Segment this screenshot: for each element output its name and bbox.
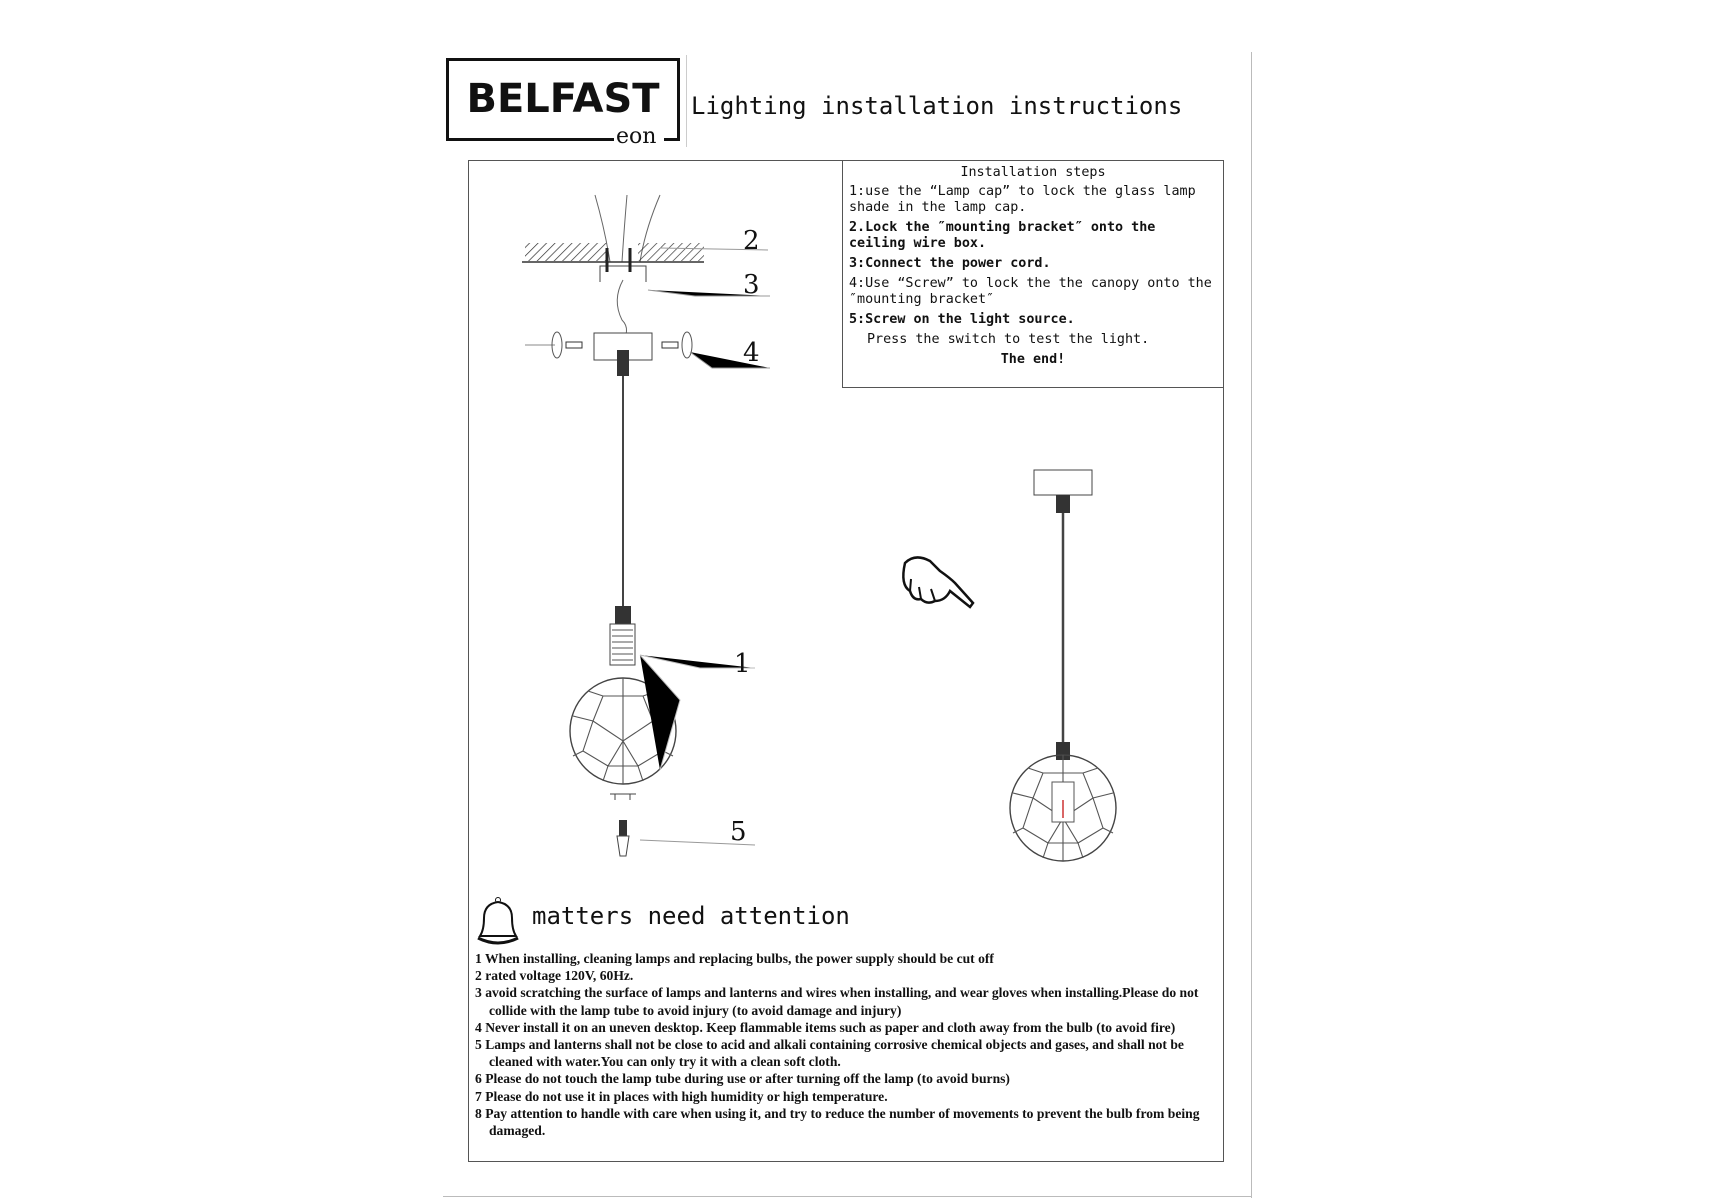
logo-sub: eon: [616, 124, 657, 149]
attention-item: 8 Pay attention to handle with care when…: [475, 1105, 1200, 1139]
divider: [686, 55, 687, 147]
step-item: 2.Lock the ″mounting bracket″ onto the c…: [849, 220, 1156, 251]
pointing-hand-icon: [902, 556, 975, 609]
label-1: 1: [734, 649, 751, 679]
page-edge-bottom: [443, 1196, 1252, 1197]
label-2: 2: [743, 226, 760, 256]
attention-title: matters need attention: [532, 902, 850, 930]
step-end: The end!: [1000, 352, 1066, 367]
steps-heading: Installation steps: [960, 165, 1106, 180]
installation-steps: Installation steps 1:use the “Lamp cap” …: [842, 160, 1224, 388]
assembled-lamp-diagram: [1009, 469, 1117, 862]
attention-item: 2 rated voltage 120V, 60Hz.: [475, 968, 634, 984]
logo-frame: [446, 58, 680, 140]
logo-frame-bottom: [664, 138, 680, 141]
page-title: Lighting installation instructions: [691, 92, 1183, 120]
label-5: 5: [730, 817, 747, 847]
logo-frame-bottom: [446, 138, 614, 141]
exploded-lamp-diagram: 2 3 4 1 5: [522, 194, 770, 857]
attention-item: 1 When installing, cleaning lamps and re…: [475, 951, 994, 966]
attention-item: 5 Lamps and lanterns shall not be close …: [475, 1037, 1184, 1070]
step-item: 4:Use “Screw” to lock the the canopy ont…: [849, 276, 1212, 307]
attention-item: 4 Never install it on an uneven desktop.…: [475, 1019, 1176, 1035]
attention-item: 7 Please do not use it in places with hi…: [475, 1088, 888, 1104]
page-edge-right: [1251, 52, 1252, 1198]
label-3: 3: [743, 270, 760, 300]
attention-list: 1 When installing, cleaning lamps and re…: [475, 950, 1215, 1139]
step-item: 3:Connect the power cord.: [849, 256, 1051, 271]
attention-item: 6 Please do not touch the lamp tube duri…: [475, 1071, 1010, 1087]
label-4: 4: [743, 338, 760, 368]
logo-name: BELFAST: [466, 76, 660, 122]
step-item: 5:Screw on the light source.: [849, 312, 1075, 327]
attention-item: 3 avoid scratching the surface of lamps …: [475, 985, 1199, 1018]
step-item: 1:use the “Lamp cap” to lock the glass l…: [849, 184, 1196, 215]
bell-icon: [477, 897, 519, 945]
step-press: Press the switch to test the light.: [867, 332, 1150, 347]
